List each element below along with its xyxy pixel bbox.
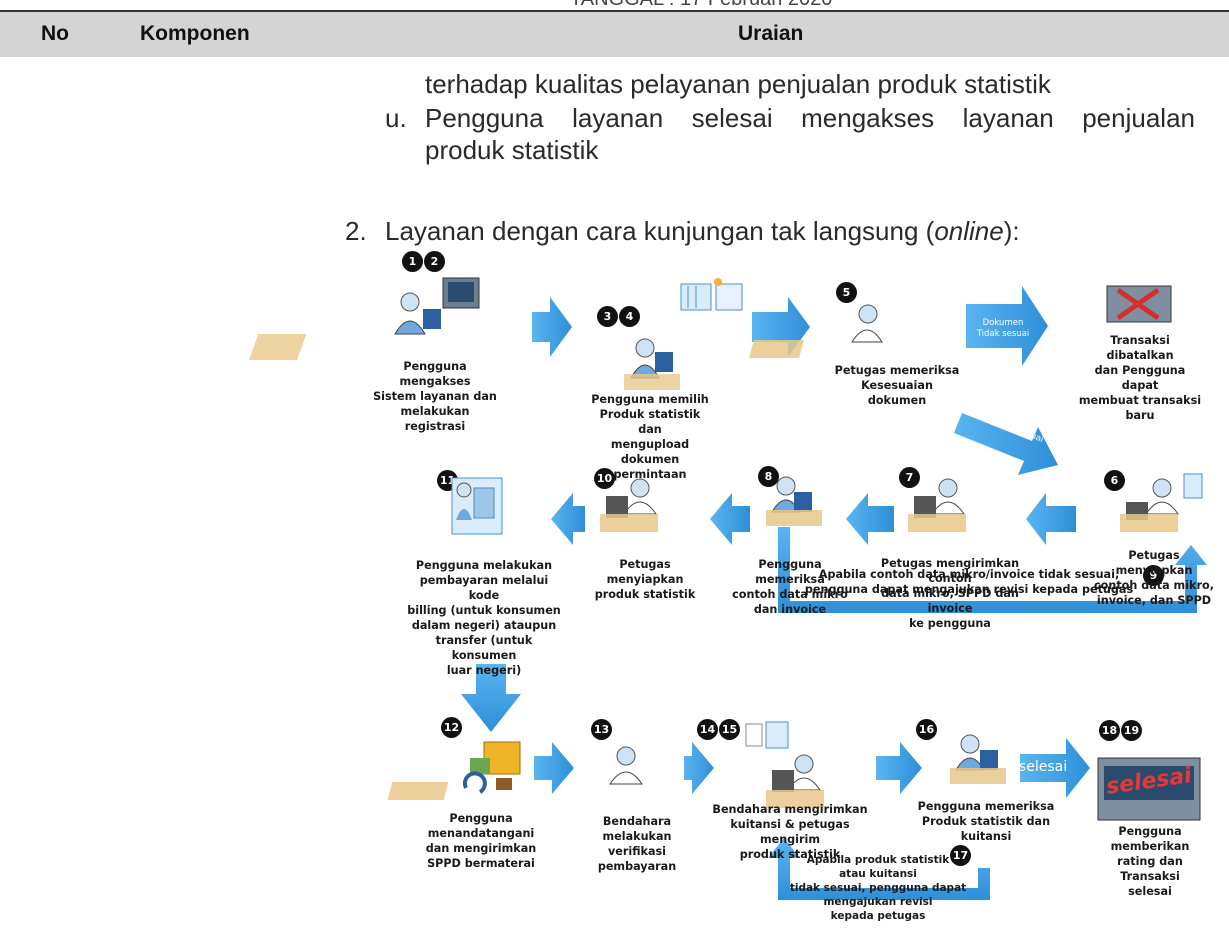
caption-step10: Petugas menyiapkan produk statistik bbox=[594, 558, 696, 601]
date-fragment: TANGGAL : 17 Februari 2020 bbox=[570, 0, 832, 10]
badge-16: 16 bbox=[916, 719, 937, 740]
header-komponen: Komponen bbox=[140, 22, 250, 45]
badge-1: 1 bbox=[402, 251, 423, 272]
caption-step1819: Pengguna memberikan rating dan Transaksi… bbox=[1110, 825, 1190, 898]
badge-6: 6 bbox=[1104, 470, 1125, 491]
badge-17: 17 bbox=[950, 845, 971, 866]
arrow-12-to-13 bbox=[534, 742, 574, 794]
arrow-13-to-14 bbox=[684, 742, 714, 794]
badge-9: 9 bbox=[1143, 565, 1164, 586]
caption-step1: Pengguna mengakses Sistem layanan dan me… bbox=[373, 360, 497, 433]
badge-5: 5 bbox=[836, 282, 857, 303]
officer-icon-13 bbox=[387, 746, 643, 800]
item-u-marker: u. bbox=[385, 103, 407, 133]
arrow-11-to-12 bbox=[461, 664, 521, 732]
item-u-line1: Pengguna layanan selesai mengakses layan… bbox=[425, 103, 1195, 133]
officer-icon-7 bbox=[908, 478, 966, 532]
caption-step6: Petugas menyiapkan contoh data mikro, in… bbox=[1094, 549, 1214, 607]
user-icon-16 bbox=[950, 734, 1006, 784]
cancel-screen-icon bbox=[1106, 285, 1172, 323]
arrow-1-to-3 bbox=[532, 297, 572, 357]
continuation-text: terhadap kualitas pelayanan penjualan pr… bbox=[425, 69, 1051, 99]
arrow-7-to-8 bbox=[846, 493, 894, 545]
caption-step11: Pengguna melakukan pembayaran melalui ko… bbox=[407, 559, 561, 677]
caption-step17: Apabila produk statistik atau kuitansi t… bbox=[789, 854, 967, 922]
badge-4: 4 bbox=[619, 306, 640, 327]
revision-loop-17 bbox=[768, 838, 990, 900]
officer-icon-5 bbox=[749, 304, 883, 358]
badge-10: 10 bbox=[594, 468, 615, 489]
arrow-6-to-7 bbox=[1026, 493, 1076, 545]
revision-loop-9 bbox=[778, 527, 1207, 613]
badge-15: 15 bbox=[719, 719, 740, 740]
caption-step7: Petugas mengirimkan contoh data mikro, S… bbox=[880, 557, 1020, 630]
badge-12: 12 bbox=[441, 717, 462, 738]
label-tidak-sesuai: Dokumen Tidak sesuai bbox=[976, 318, 1030, 339]
selesai-screen-icon bbox=[1097, 757, 1201, 821]
user-icon-8 bbox=[766, 476, 822, 526]
section2-italic: online bbox=[934, 216, 1004, 246]
arrow-tidak-sesuai bbox=[966, 286, 1048, 366]
package-icon bbox=[462, 741, 521, 794]
monitor-screen-icon bbox=[442, 277, 480, 309]
user-icon-1 bbox=[248, 292, 441, 360]
arrow-10-to-11 bbox=[551, 493, 585, 545]
caption-step13: Bendahara melakukan verifikasi pembayara… bbox=[597, 815, 677, 873]
table-header: No Komponen Uraian bbox=[0, 10, 1229, 57]
badge-19: 19 bbox=[1121, 720, 1142, 741]
arrow-14-to-16 bbox=[876, 742, 922, 794]
header-no: No bbox=[41, 22, 69, 45]
officer-icon-10 bbox=[600, 478, 658, 532]
caption-cancel: Transaksi dibatalkan dan Pengguna dapat … bbox=[1078, 334, 1202, 422]
page-top-fragment: TANGGAL : 17 Februari 2020 bbox=[0, 0, 1229, 10]
badge-18: 18 bbox=[1099, 720, 1120, 741]
caption-step34: Pengguna memilih Produk statistik dan me… bbox=[591, 393, 709, 481]
label-selesai-arrow: selesai bbox=[1018, 759, 1068, 775]
document-icon-14 bbox=[745, 721, 789, 749]
arrow-sesuai bbox=[954, 413, 1058, 475]
badge-3: 3 bbox=[597, 306, 618, 327]
section2-suffix: ): bbox=[1003, 216, 1020, 246]
section2-marker: 2. bbox=[345, 216, 367, 246]
caption-step1415: Bendahara mengirimkan kuitansi & petugas… bbox=[712, 803, 868, 861]
arrow-8-to-10 bbox=[710, 493, 750, 545]
caption-step16: Pengguna memeriksa Produk statistik dan … bbox=[917, 800, 1055, 843]
officer-icon-15 bbox=[766, 754, 824, 808]
badge-14: 14 bbox=[697, 719, 718, 740]
officer-icon-6 bbox=[1120, 473, 1203, 532]
header-uraian: Uraian bbox=[738, 22, 804, 45]
atm-machine-icon bbox=[451, 477, 503, 535]
caption-step9: Apabila contoh data mikro/invoice tidak … bbox=[804, 568, 1134, 596]
item-u-line2: produk statistik bbox=[425, 135, 599, 165]
arrow-selesai bbox=[1020, 738, 1090, 798]
caption-step8: Pengguna memeriksa contoh data mikro dan… bbox=[732, 558, 848, 616]
section2-heading: Layanan dengan cara kunjungan tak langsu… bbox=[385, 215, 1020, 247]
badge-13: 13 bbox=[591, 719, 612, 740]
user-icon-3 bbox=[624, 338, 680, 390]
badge-7: 7 bbox=[899, 467, 920, 488]
badge-2: 2 bbox=[424, 251, 445, 272]
document-table-icon bbox=[680, 278, 743, 311]
caption-step5: Petugas memeriksa Kesesuaian dokumen bbox=[834, 364, 960, 407]
section2-prefix: Layanan dengan cara kunjungan tak langsu… bbox=[385, 216, 935, 246]
badge-8: 8 bbox=[758, 466, 779, 487]
caption-step12: Pengguna menandatangani dan mengirimkan … bbox=[425, 812, 537, 870]
